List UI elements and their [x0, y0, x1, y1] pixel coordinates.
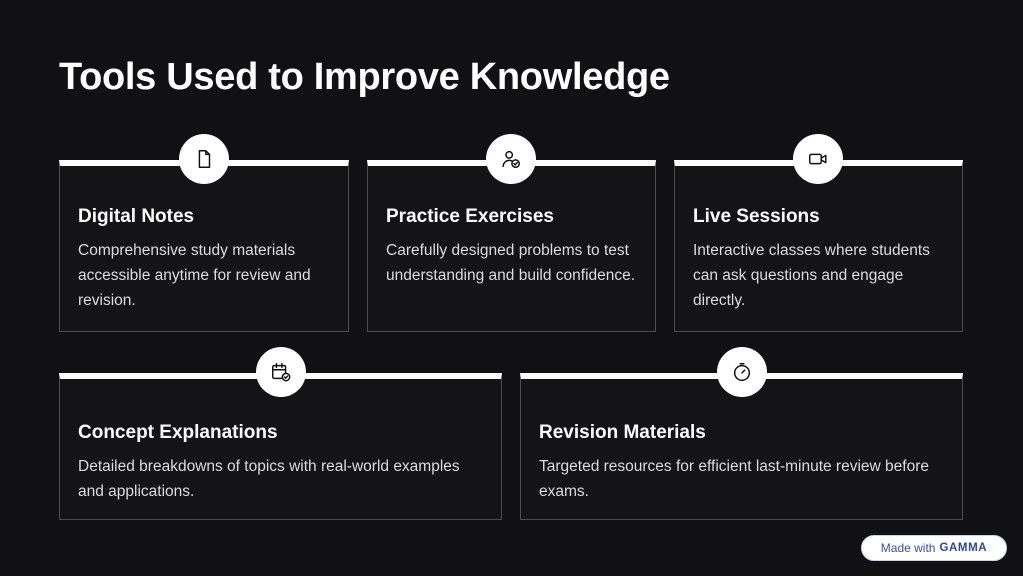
card-title: Concept Explanations — [78, 422, 278, 443]
gamma-logo: GAMMA — [939, 542, 988, 554]
card-description: Comprehensive study materials accessible… — [78, 242, 311, 309]
stopwatch-icon — [733, 363, 751, 381]
video-camera-icon — [809, 153, 827, 165]
card-description: Targeted resources for efficient last-mi… — [539, 458, 929, 500]
card-practice-exercises: Practice Exercises Carefully designed pr… — [367, 134, 656, 332]
card-description: Detailed breakdowns of topics with real-… — [78, 458, 460, 500]
card-concept-explanations: Concept Explanations Detailed breakdowns… — [59, 347, 502, 520]
card-description: Interactive classes where students can a… — [693, 242, 930, 309]
card-title: Digital Notes — [78, 206, 195, 227]
card-digital-notes: Digital Notes Comprehensive study materi… — [59, 134, 349, 332]
card-revision-materials: Revision Materials Targeted resources fo… — [520, 347, 963, 520]
page-title: Tools Used to Improve Knowledge — [59, 56, 670, 98]
calendar-check-icon — [272, 363, 291, 382]
icon-badge — [486, 134, 536, 184]
card-title: Practice Exercises — [386, 206, 554, 227]
card-description: Carefully designed problems to test unde… — [386, 242, 636, 284]
icon-badge — [793, 134, 843, 184]
badge-prefix: Made with — [880, 541, 936, 555]
icon-badge — [717, 347, 767, 397]
icon-badge — [256, 347, 306, 397]
made-with-gamma-badge[interactable]: Made with GAMMA — [861, 535, 1007, 561]
card-title: Revision Materials — [539, 422, 706, 443]
document-icon — [198, 150, 211, 168]
user-check-icon — [502, 150, 520, 168]
icon-badge — [179, 134, 229, 184]
card-live-sessions: Live Sessions Interactive classes where … — [674, 134, 963, 332]
card-title: Live Sessions — [693, 206, 820, 227]
